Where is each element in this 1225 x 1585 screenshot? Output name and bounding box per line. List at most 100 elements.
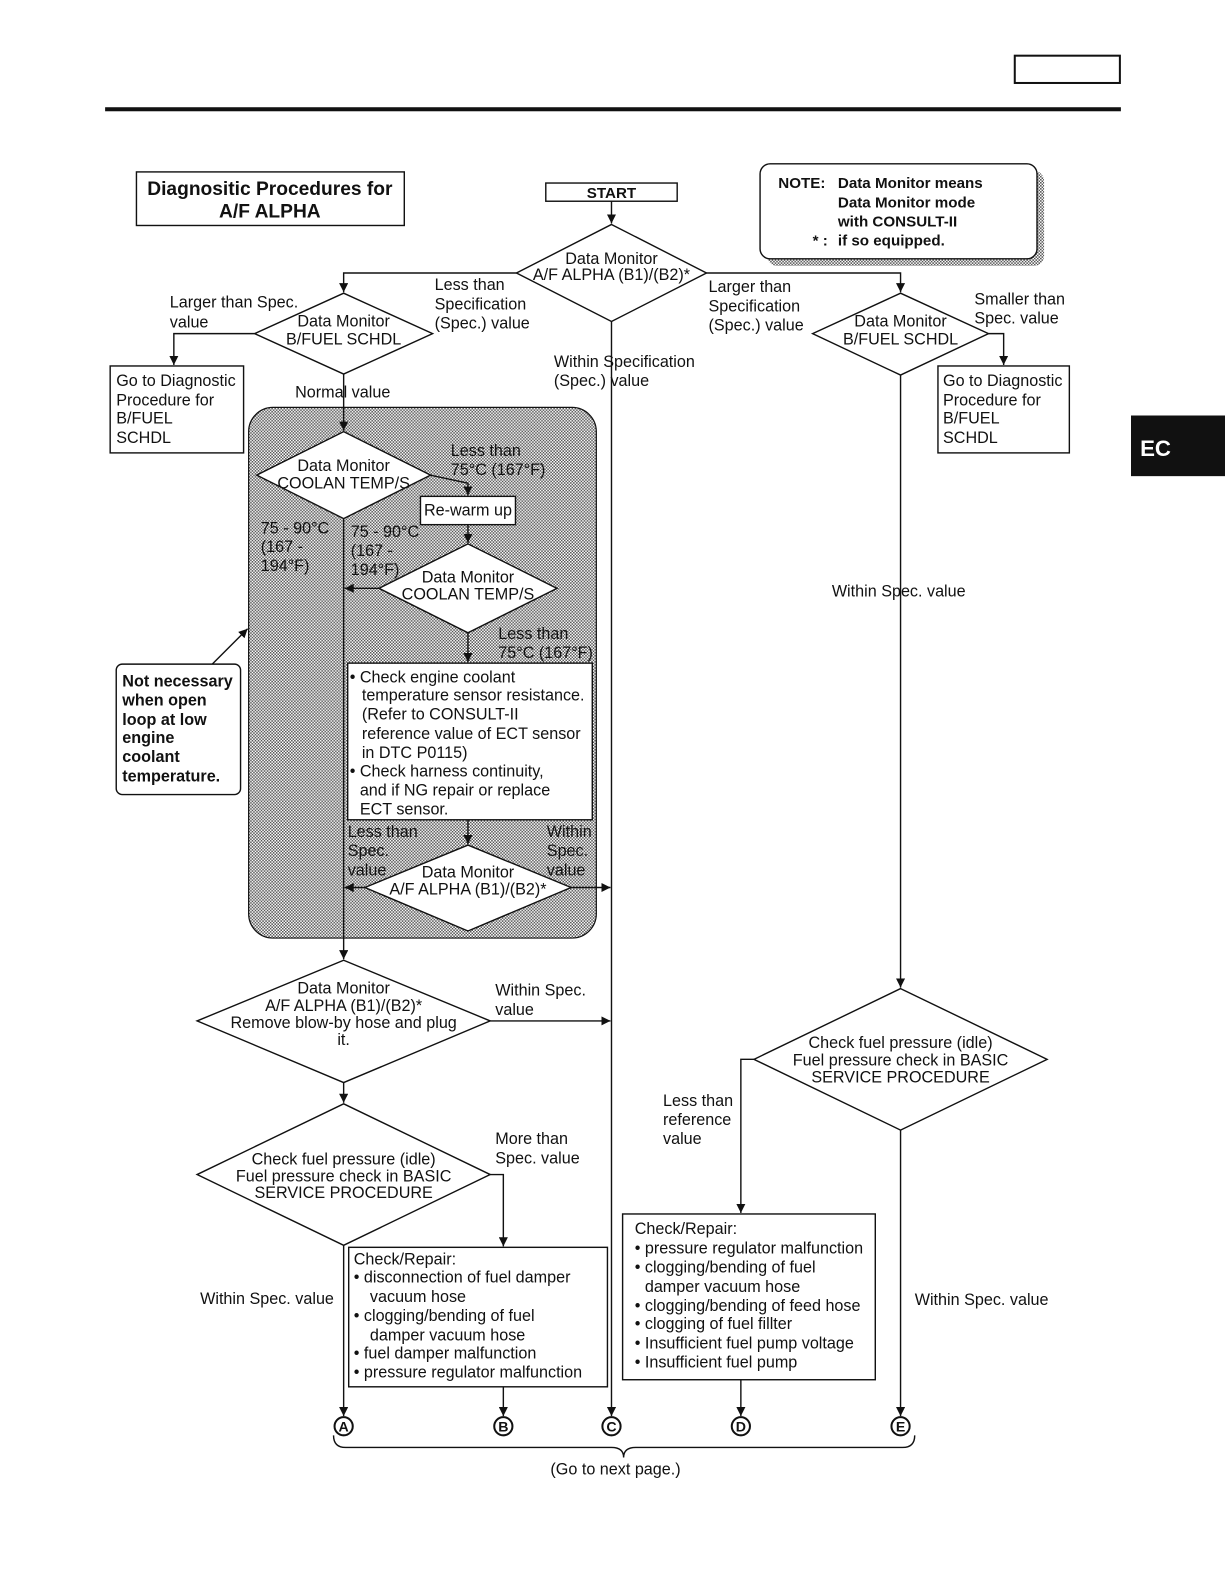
decision-fuel-pressure-right: Check fuel pressure (idle) Fuel pressure…: [752, 987, 1049, 1131]
box-text: B/FUEL: [943, 410, 1000, 428]
decision-diamond: [810, 292, 991, 376]
label-coolant-1-range: 75 - 90°C (167 - 194°F): [261, 520, 330, 575]
section-tab-label: EC: [1140, 436, 1171, 461]
branch-label: Less than: [663, 1092, 733, 1110]
decision-diamond: [252, 292, 435, 375]
label-bfuel-right-smaller: Smaller than Spec. value: [974, 290, 1065, 327]
label-fuel-right-within: Within Spec. value: [915, 1291, 1049, 1309]
decision-diamond: [377, 543, 559, 634]
box-text: Re-warm up: [424, 502, 512, 520]
header-rule: [105, 107, 1121, 112]
start-terminal: START: [545, 182, 678, 202]
decision-text: it.: [337, 1031, 350, 1049]
box-repair-b: Check/Repair: • disconnection of fuel da…: [347, 1246, 609, 1388]
title-line: A/F ALPHA: [219, 201, 321, 222]
page-number-box: [1013, 54, 1121, 84]
box-rewarm: Re-warm up: [419, 495, 517, 526]
decision-diamond: [363, 844, 573, 932]
box-text: • clogging/bending of fuel: [354, 1307, 535, 1325]
branch-label: Less than: [348, 823, 418, 841]
note-text: loop at low: [122, 711, 207, 729]
branch-label: 75°C (167°F): [451, 461, 546, 479]
note-box: NOTE: Data Monitor means Data Monitor mo…: [759, 163, 1045, 266]
note-text: temperature.: [122, 767, 220, 785]
decision-text: A/F ALPHA (B1)/(B2)*: [265, 997, 423, 1015]
label-coolant-2-less: Less than 75°C (167°F): [498, 625, 593, 662]
box-text: • pressure regulator malfunction: [635, 1239, 863, 1257]
label-af-alpha-2-within: Within Spec. value: [547, 823, 592, 879]
procedure-title: Diagnositic Procedures for A/F ALPHA: [135, 171, 405, 227]
decision-text: Data Monitor: [565, 250, 658, 268]
label-main-larger: Larger than Specification (Spec.) value: [709, 278, 804, 334]
branch-label: Spec.: [547, 842, 588, 860]
process-box: [937, 365, 1071, 454]
decision-text: Remove blow-by hose and plug: [230, 1014, 456, 1032]
box-text: reference value of ECT sensor: [362, 725, 581, 743]
branch-label: (Spec.) value: [709, 317, 804, 335]
note-text: Not necessary: [122, 672, 232, 690]
note-text: when open: [121, 692, 206, 710]
arrow-fuel-left-more: [490, 1173, 508, 1247]
process-box: [621, 1213, 876, 1381]
box-text: Check/Repair:: [354, 1251, 456, 1269]
branch-label: 75 - 90°C: [261, 520, 330, 538]
note-text: coolant: [122, 748, 180, 766]
box-text: B/FUEL: [116, 410, 173, 428]
connector-letter: C: [606, 1418, 616, 1434]
label-bfuel-left-larger: Larger than Spec. value: [170, 293, 298, 331]
branch-label: More than: [495, 1130, 568, 1148]
arrow-less-than-spec: [339, 272, 517, 293]
branch-label: Specification: [435, 295, 527, 313]
label-fuel-left-within: Within Spec. value: [200, 1290, 334, 1308]
label-blowby-within: Within Spec. value: [495, 982, 586, 1019]
box-text: • fuel damper malfunction: [354, 1345, 537, 1363]
branch-label: (167 -: [351, 542, 393, 560]
branch-label: Smaller than: [974, 290, 1065, 308]
connector-circle: [890, 1416, 911, 1437]
section-tab-background: [1131, 415, 1225, 477]
connector-circle: [601, 1416, 622, 1437]
box-goto-left: Go to Diagnostic Procedure for B/FUEL SC…: [109, 365, 245, 454]
decision-blowby: Data Monitor A/F ALPHA (B1)/(B2)* Remove…: [195, 959, 493, 1084]
box-text: • clogging/bending of fuel: [635, 1259, 816, 1277]
box-text: • Insufficient fuel pump: [635, 1354, 798, 1372]
arrow-open-loop-note: [211, 628, 249, 665]
branch-label: 194°F): [261, 557, 310, 575]
decision-text: Data Monitor: [297, 313, 390, 331]
branch-label: 75°C (167°F): [498, 644, 593, 662]
box-text: (Refer to CONSULT-II: [362, 706, 519, 724]
process-box: [419, 495, 517, 526]
note-text: engine: [122, 729, 174, 747]
decision-text: SERVICE PROCEDURE: [811, 1069, 990, 1087]
note-label: NOTE:: [778, 175, 825, 192]
connector-letter: A: [339, 1418, 349, 1434]
label-main-within: Within Specification (Spec.) value: [554, 353, 695, 390]
branch-label: Spec. value: [974, 310, 1058, 328]
decision-coolant-2: Data Monitor COOLAN TEMP/S: [377, 543, 559, 634]
box-goto-right: Go to Diagnostic Procedure for B/FUEL SC…: [937, 365, 1071, 454]
label-fuel-left-more: More than Spec. value: [495, 1130, 579, 1167]
section-tab: EC: [1131, 415, 1225, 477]
decision-fuel-pressure-left: Check fuel pressure (idle) Fuel pressure…: [195, 1103, 492, 1247]
decision-bfuel-right: Data Monitor B/FUEL SCHDL: [810, 292, 991, 376]
branch-label: (Spec.) value: [435, 315, 530, 333]
decision-af-alpha-2: Data Monitor A/F ALPHA (B1)/(B2)*: [363, 844, 573, 932]
decision-text: A/F ALPHA (B1)/(B2)*: [389, 881, 547, 899]
decision-text: Data Monitor: [297, 980, 390, 998]
branch-label: value: [170, 314, 209, 332]
connector-c: C: [601, 1416, 622, 1437]
label-fuel-right-less: Less than reference value: [663, 1092, 733, 1148]
connector-a: A: [333, 1416, 354, 1437]
decision-text: Check fuel pressure (idle): [252, 1150, 436, 1168]
box-text: and if NG repair or replace: [360, 782, 550, 800]
box-text: vacuum hose: [370, 1288, 466, 1306]
connector-circle: [333, 1416, 354, 1437]
decision-text: Fuel pressure check in BASIC: [236, 1168, 452, 1186]
process-box: [347, 1246, 609, 1388]
decision-diamond: [255, 430, 433, 520]
decision-bfuel-left: Data Monitor B/FUEL SCHDL: [252, 292, 435, 375]
decision-af-alpha-main: Data Monitor A/F ALPHA (B1)/(B2)*: [514, 223, 709, 323]
box-text: Go to Diagnostic: [943, 372, 1062, 390]
connector-letter: E: [896, 1418, 905, 1434]
box-text: • Insufficient fuel pump voltage: [635, 1334, 854, 1352]
